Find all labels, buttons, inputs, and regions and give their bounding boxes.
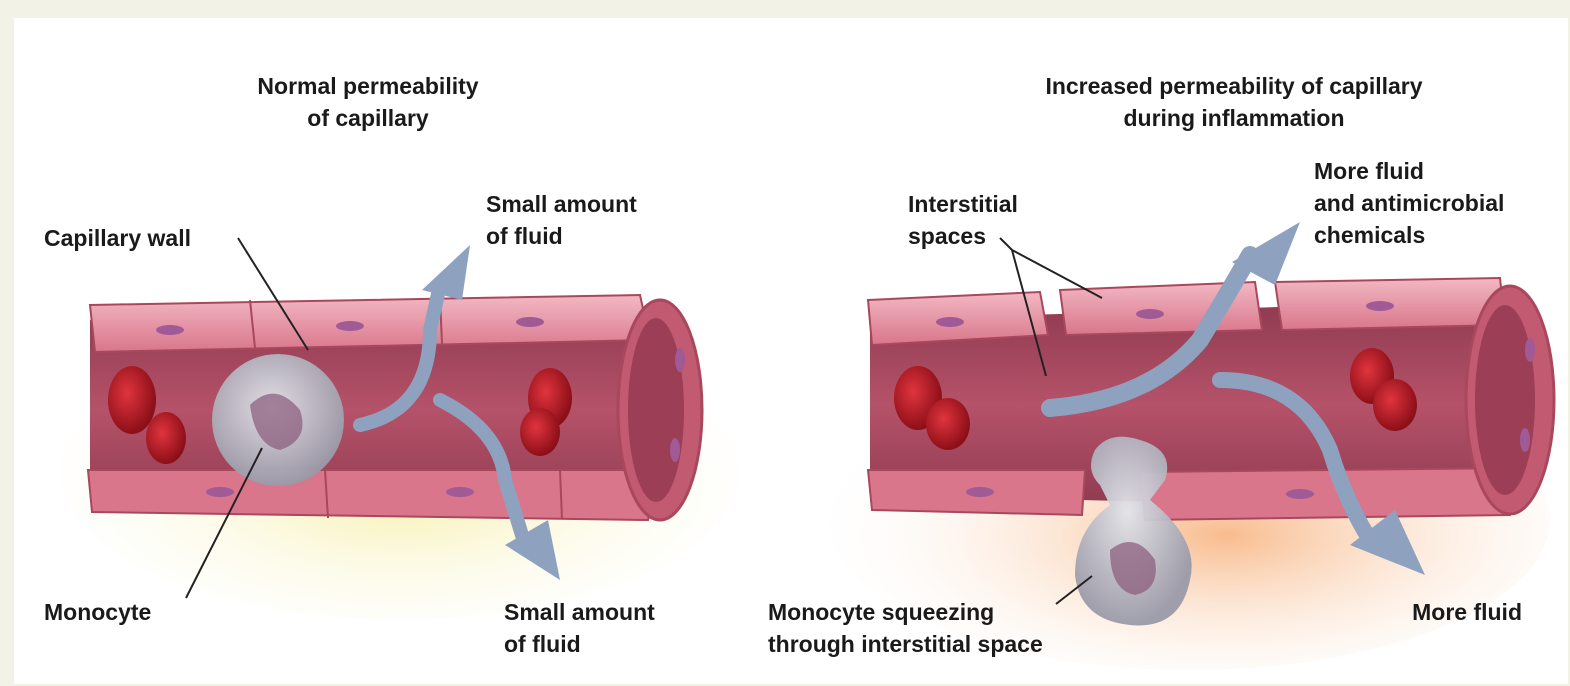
label-monocyte-squeezing: Monocyte squeezing through interstitial … bbox=[768, 596, 1043, 660]
normal-panel-title: Normal permeability of capillary bbox=[206, 70, 530, 134]
label-more-fluid-and-chemicals: More fluid and antimicrobial chemicals bbox=[1314, 155, 1504, 251]
label-capillary-wall: Capillary wall bbox=[44, 222, 191, 254]
label-more-fluid: More fluid bbox=[1360, 596, 1522, 628]
label-monocyte: Monocyte bbox=[44, 596, 151, 628]
normal-monocyte bbox=[212, 354, 344, 486]
label-small-amount-fluid-top: Small amount of fluid bbox=[486, 188, 637, 252]
label-interstitial-spaces: Interstitial spaces bbox=[908, 188, 1018, 252]
label-small-amount-fluid-bottom: Small amount of fluid bbox=[504, 596, 655, 660]
inflamed-panel-title: Increased permeability of capillary duri… bbox=[966, 70, 1502, 134]
